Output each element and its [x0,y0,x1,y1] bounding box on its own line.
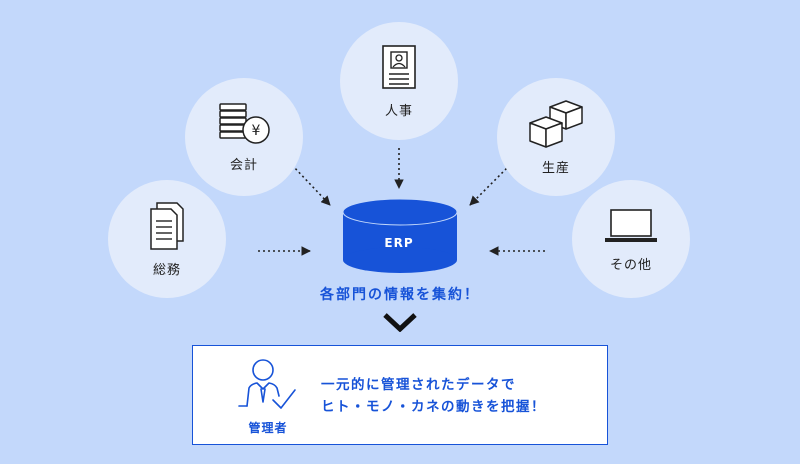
boxes-icon [529,99,583,148]
message-line-2: ヒト・モノ・カネの動きを把握！ [321,399,546,415]
node-production: 生産 [497,78,615,196]
documents-icon [150,201,184,250]
coins-yen-icon: ¥ [219,102,270,144]
svg-text:¥: ¥ [252,123,261,139]
message-line-1: 一元的に管理されたデータで [321,377,516,393]
erp-label: ERP [384,236,414,250]
aggregation-caption: 各部門の情報を集約！ [320,287,480,303]
manager-panel: 管理者 一元的に管理されたデータで ヒト・モノ・カネの動きを把握！ [192,345,608,445]
node-label: 会計 [229,157,258,173]
node-hr: 人事 [340,22,458,140]
manager-icon [238,359,296,409]
node-label: その他 [609,257,652,273]
arrow-production [469,164,511,206]
node-label: 生産 [541,160,570,176]
node-label: 総務 [152,262,181,278]
manager-message: 一元的に管理されたデータで ヒト・モノ・カネの動きを把握！ [321,374,546,418]
node-general-affairs: 総務 [108,180,226,298]
chevron-down-icon [383,313,417,332]
arrow-accounting [291,164,331,206]
node-accounting: ¥ 会計 [185,78,303,196]
node-label: 人事 [384,103,413,119]
manager-label: 管理者 [248,421,288,435]
erp-database-icon [342,198,458,273]
node-other: その他 [572,180,690,298]
resume-document-icon [382,44,416,89]
laptop-icon [605,208,657,242]
